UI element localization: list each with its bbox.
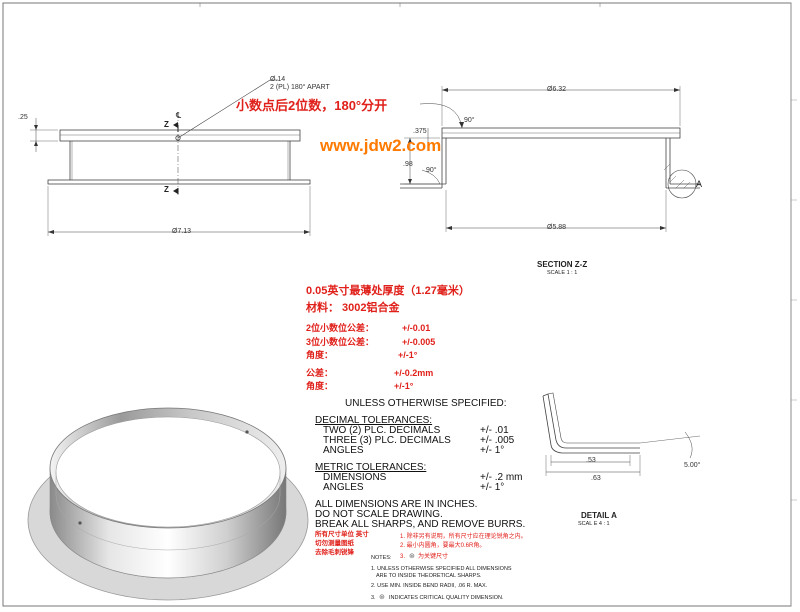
section-angle-top: 90° — [464, 117, 475, 124]
cn-three-place-label: 3位小数位公差： — [306, 337, 375, 347]
cn-two-place-value: +/-0.01 — [402, 323, 431, 333]
note3-number: 3. — [400, 554, 406, 560]
metric-title: METRIC TOLERANCES: — [315, 462, 427, 473]
flange-thickness-label: .25 — [18, 114, 28, 121]
note3-number-en: 3. — [371, 595, 376, 601]
cn-angle2-value: +/-1° — [394, 381, 414, 391]
detail-scale: SCAL E 4 : 1 — [578, 521, 610, 527]
section-title: SECTION Z-Z — [537, 260, 588, 269]
metric-angles-value: +/- 1° — [480, 482, 505, 493]
section-marker-bottom: Z — [164, 185, 169, 194]
dimensions-label: DIMENSIONS — [323, 472, 387, 483]
decimal-title: DECIMAL TOLERANCES: — [315, 415, 433, 426]
centerline-symbol: ℄ — [176, 111, 182, 120]
detail-view — [542, 392, 701, 476]
metric-angles-label: ANGLES — [323, 482, 364, 493]
cn-angle-value: +/-1° — [398, 350, 418, 360]
detail-angle: 5.00° — [684, 462, 701, 469]
detail-dim2: .63 — [591, 475, 601, 482]
note1b: ARE TO INSIDE THEORETICAL SHARPS. — [376, 573, 482, 579]
angles-label: ANGLES — [323, 445, 364, 456]
detail-callout: A — [696, 179, 703, 189]
cn-footer-3: 去除毛刺锐锋 — [315, 549, 354, 556]
note3: INDICATES CRITICAL QUALITY DIMENSION. — [389, 595, 504, 601]
cn-tol-value: +/-0.2mm — [394, 368, 434, 378]
detail-title: DETAIL A — [581, 511, 617, 520]
cn-thickness: 0.05英寸最薄处厚度（1.27毫米） — [306, 285, 470, 297]
no-scale-note: DO NOT SCALE DRAWING. — [315, 509, 443, 520]
note2: 2. USE MIN. INSIDE BEND RADII, .06 R. MA… — [371, 583, 488, 589]
three-place-value: +/- .005 — [480, 435, 515, 446]
cn-two-place-label: 2位小数位公差： — [306, 323, 375, 333]
section-inner-dia: Ø5.88 — [547, 224, 567, 231]
note3-cn: 为关键尺寸 — [418, 554, 449, 560]
tol-header: UNLESS OTHERWISE SPECIFIED: — [345, 398, 507, 409]
two-place-label: TWO (2) PLC. DECIMALS — [323, 425, 441, 436]
cn-material: 材料： 3002铝合金 — [306, 302, 400, 314]
section-scale: SCALE 1 : 1 — [547, 270, 578, 276]
critical-dimension-icon-en: ⊛ — [379, 594, 385, 601]
hole-note-label: 2 (PL) 180° APART — [270, 84, 330, 91]
note1-cn: 1. 除非另有说明，所有尺寸应在理论锐角之内。 — [400, 534, 527, 540]
cn-annotation: 小数点后2位数，180°分开 — [236, 98, 388, 113]
angles-value: +/- 1° — [480, 445, 505, 456]
watermark: www.jdw2.com — [320, 136, 442, 155]
section-view — [400, 86, 700, 232]
detail-dim1: .53 — [586, 457, 596, 464]
hole-dia-label: Ø.14 — [270, 76, 286, 83]
notes-title: NOTES: — [371, 555, 392, 561]
note2-cn: 2. 最小内圆角，要最大0.6R角。 — [400, 543, 486, 549]
section-marker-top: Z — [164, 120, 169, 129]
front-view — [30, 79, 311, 236]
break-sharps-note: BREAK ALL SHARPS, AND REMOVE BURRS. — [315, 519, 526, 530]
cn-three-place-value: +/-0.005 — [402, 337, 436, 347]
two-place-value: +/- .01 — [480, 425, 509, 436]
cn-angle-label: 角度： — [306, 350, 334, 360]
three-place-label: THREE (3) PLC. DECIMALS — [323, 435, 451, 446]
section-angle-bottom: 90° — [426, 167, 437, 174]
cn-tol-label: 公差： — [306, 368, 334, 378]
note1: 1. UNLESS OTHERWISE SPECIFIED ALL DIMENS… — [371, 566, 512, 572]
section-lip: .375 — [413, 128, 427, 135]
cn-footer-2: 切勿测量图纸 — [315, 540, 354, 547]
dimensions-value: +/- .2 mm — [480, 472, 523, 483]
outer-dia-label: Ø7.13 — [172, 228, 192, 235]
cn-angle2-label: 角度： — [306, 381, 334, 391]
section-height: .98 — [403, 161, 413, 168]
inches-note: ALL DIMENSIONS ARE IN INCHES. — [315, 499, 478, 510]
section-outer-dia: Ø6.32 — [547, 86, 567, 93]
critical-dimension-icon: ⊛ — [409, 553, 415, 560]
ring-3d-render — [27, 407, 309, 601]
cn-footer-1: 所有尺寸单位 英寸 — [315, 531, 369, 538]
